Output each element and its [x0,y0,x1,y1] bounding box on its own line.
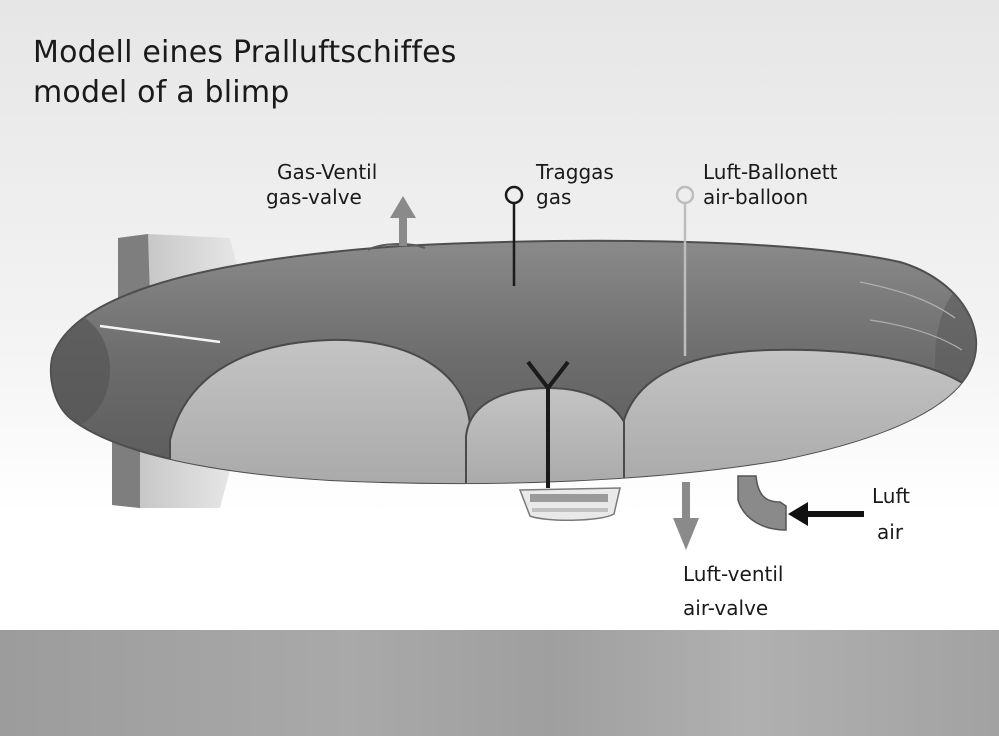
lift-gas-label-de: Traggas [536,160,614,184]
gas-valve-label-en: gas-valve [266,185,362,209]
air-intake-label-de: Luft [872,484,910,508]
air-valve-label-en: air-valve [683,596,768,620]
air-valve-label-de: Luft-ventil [683,562,783,586]
air-ballonet-label-en: air-balloon [703,185,808,209]
lift-gas-label-en: gas [536,185,571,209]
air-ballonet-label-de: Luft-Ballonett [703,160,838,184]
air-intake-arrow [788,502,864,526]
gas-valve-label-de: Gas-Ventil [277,160,377,184]
gondola [520,488,620,520]
ground-strip [0,630,999,736]
air-valve-arrow [673,482,699,550]
front-air-ballonet [624,350,975,488]
air-intake-scoop [738,476,786,530]
air-intake-label-en: air [877,520,903,544]
gas-valve-arrow [390,196,416,246]
